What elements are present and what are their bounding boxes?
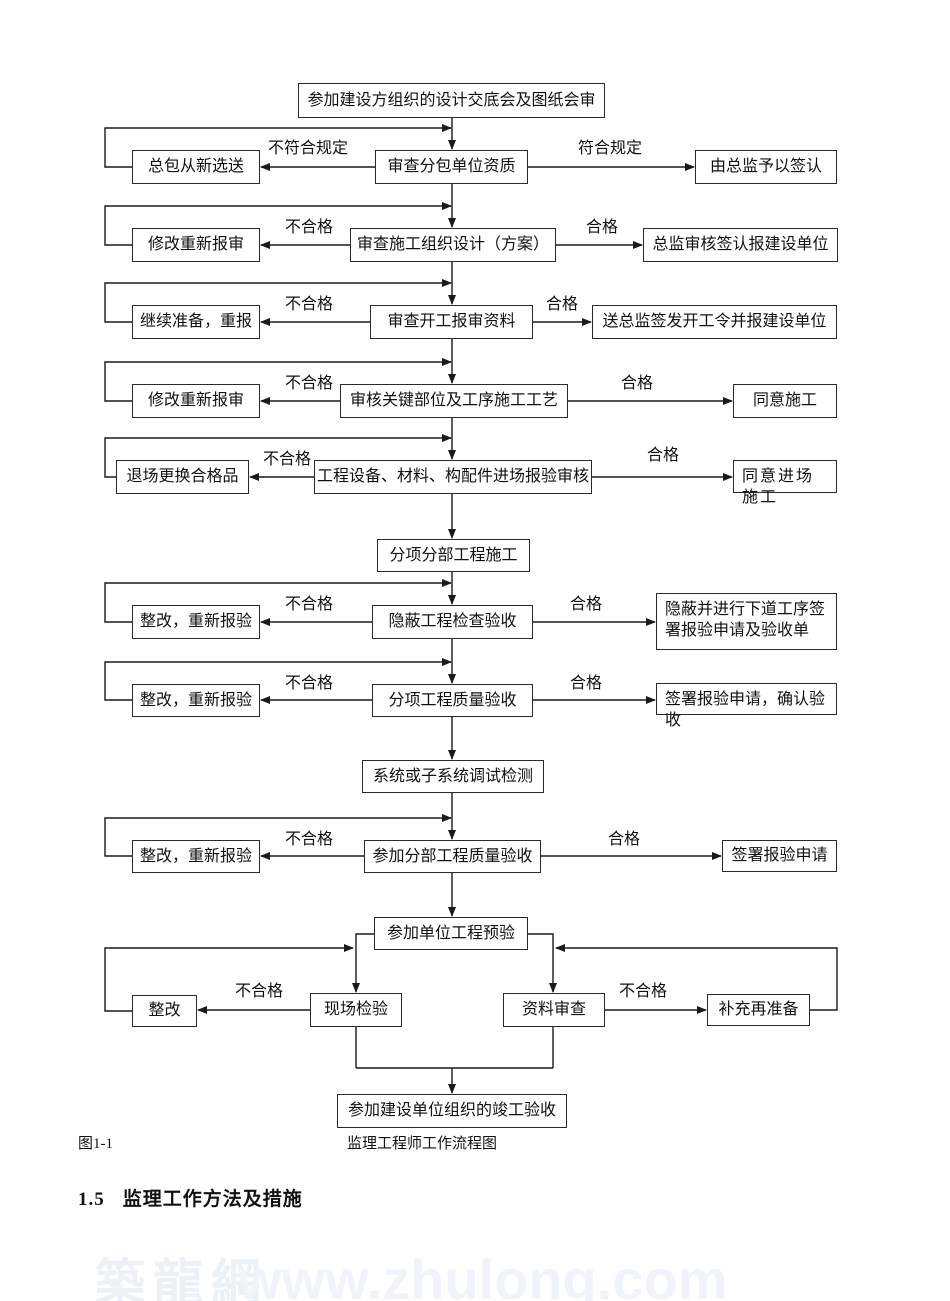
figure-caption: 监理工程师工作流程图	[347, 1136, 498, 1152]
fail-label-row-4: 不合格	[263, 451, 312, 468]
site-fail-label: 不合格	[235, 983, 284, 1000]
fail-label-row-3: 不合格	[285, 375, 334, 392]
watermark-cn: 築龍網	[95, 1255, 269, 1301]
pass-label-row-0: 符合规定	[578, 140, 643, 157]
fail-box-row-1: 修改重新报审	[132, 228, 260, 262]
site-check-box: 现场检验	[310, 993, 402, 1027]
process-box-row-4: 工程设备、材料、构配件进场报验审核	[314, 460, 592, 494]
pass-box-row-4: 同意进场施工	[733, 460, 837, 506]
fail-box-row-6: 整改，重新报验	[132, 605, 260, 639]
fail-label-row-7: 不合格	[285, 675, 334, 692]
end-box: 参加建设单位组织的竣工验收	[337, 1094, 567, 1128]
start-box: 参加建设方组织的设计交底会及图纸会审	[298, 83, 605, 118]
process-box-row-8: 系统或子系统调试检测	[362, 760, 544, 793]
fail-label-row-0: 不符合规定	[268, 140, 349, 157]
fail-label-row-2: 不合格	[285, 296, 334, 313]
pass-box-row-2: 送总监签发开工令并报建设单位	[592, 305, 837, 339]
doc-review-box: 资料审查	[503, 993, 605, 1027]
process-box-row-5: 分项分部工程施工	[377, 539, 530, 572]
fail-box-row-0: 总包从新选送	[132, 150, 260, 184]
section-number: 1.5	[78, 1189, 105, 1210]
fail-label-row-1: 不合格	[285, 219, 334, 236]
fail-box-row-9: 整改，重新报验	[132, 840, 260, 873]
rework-box: 整改	[132, 995, 197, 1027]
process-box-row-2: 审查开工报审资料	[370, 305, 533, 339]
fail-label-row-6: 不合格	[285, 596, 334, 613]
pass-label-row-7: 合格	[570, 675, 603, 692]
pass-label-row-4: 合格	[647, 447, 680, 464]
pass-label-row-3: 合格	[621, 375, 654, 392]
process-box-row-7: 分项工程质量验收	[372, 684, 533, 717]
figure-number: 图1-1	[78, 1136, 113, 1152]
supplement-box: 补充再准备	[707, 994, 810, 1026]
watermark-en: www.zhulong.com	[238, 1248, 728, 1301]
pass-label-row-1: 合格	[586, 219, 619, 236]
fail-box-row-2: 继续准备，重报	[132, 305, 260, 339]
pass-box-row-6: 隐蔽并进行下道工序签署报验申请及验收单	[656, 593, 837, 650]
pass-box-row-1: 总监审核签认报建设单位	[643, 228, 838, 262]
section-heading: 1.5 监理工作方法及措施	[78, 1184, 303, 1211]
pass-box-row-7: 签署报验申请，确认验收	[656, 683, 837, 729]
pass-box-row-9: 签署报验申请	[722, 840, 837, 872]
section-title: 监理工作方法及措施	[122, 1189, 303, 1210]
process-box-row-3: 审核关键部位及工序施工工艺	[340, 384, 568, 418]
fail-box-row-3: 修改重新报审	[132, 384, 260, 418]
doc-fail-label: 不合格	[619, 983, 668, 1000]
process-box-row-6: 隐蔽工程检查验收	[372, 605, 533, 639]
process-box-row-10: 参加单位工程预验	[374, 917, 528, 950]
process-box-row-0: 审查分包单位资质	[375, 150, 528, 184]
process-box-row-9: 参加分部工程质量验收	[364, 840, 541, 873]
fail-box-row-7: 整改，重新报验	[132, 684, 260, 717]
process-box-row-1: 审查施工组织设计（方案）	[350, 228, 556, 262]
fail-label-row-9: 不合格	[285, 831, 334, 848]
pass-box-row-3: 同意施工	[733, 384, 837, 418]
pass-label-row-6: 合格	[570, 596, 603, 613]
fail-box-row-4: 退场更换合格品	[116, 460, 249, 494]
pass-label-row-2: 合格	[546, 296, 579, 313]
pass-label-row-9: 合格	[608, 831, 641, 848]
pass-box-row-0: 由总监予以签认	[695, 150, 837, 184]
